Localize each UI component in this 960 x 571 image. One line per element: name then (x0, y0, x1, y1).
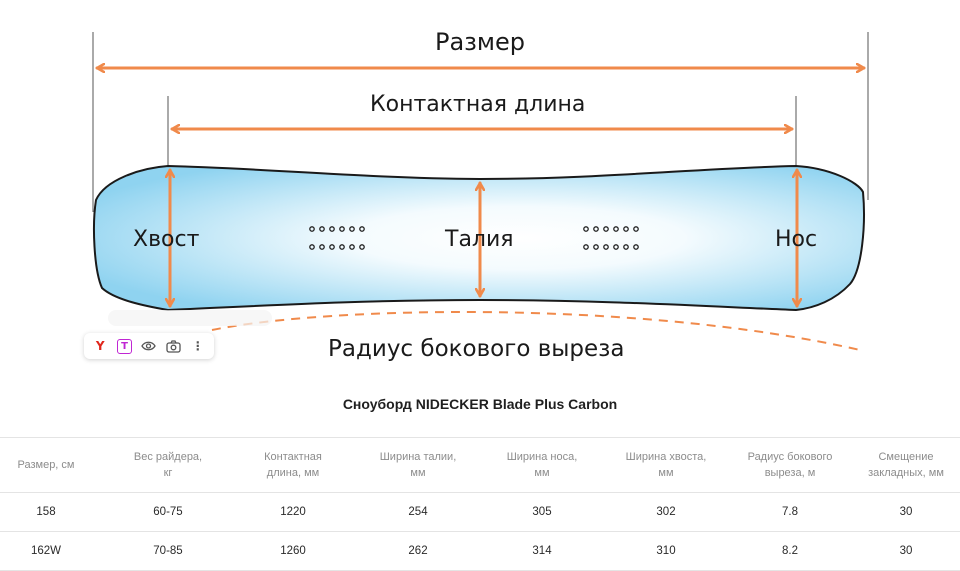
waist-label: Талия (445, 227, 514, 252)
column-header: Радиус бокового выреза, м (747, 451, 833, 479)
snowboard-diagram (92, 32, 869, 351)
column-header: Вес райдера, кг (133, 451, 203, 479)
table-cell: 8.2 (782, 545, 798, 557)
table-cell: 1220 (280, 506, 306, 518)
table-cell: 70-85 (153, 545, 183, 557)
camera-icon[interactable] (163, 336, 183, 356)
column-header: Ширина талии, мм (379, 451, 457, 479)
column-header: Смещение закладных, мм (868, 451, 944, 479)
table-cell: 310 (656, 545, 676, 557)
table-cell: 254 (408, 506, 428, 518)
table-title: Сноуборд NIDECKER Blade Plus Carbon (342, 396, 618, 412)
table-cell: 60-75 (153, 506, 183, 518)
more-icon[interactable]: ⋮ (191, 339, 204, 353)
image-overlay-toolbar: Y T ⋮ (84, 333, 214, 359)
table-row: 162W 70-85 1260 262 314 310 8.2 30 (0, 532, 960, 571)
column-header: Ширина хвоста, мм (625, 451, 707, 479)
eye-icon[interactable] (139, 336, 159, 356)
nose-label: Нос (775, 227, 818, 252)
table-cell: 302 (656, 506, 676, 518)
table-cell: 162W (30, 545, 62, 557)
table-cell: 314 (532, 545, 552, 557)
sidecut-radius-label: Радиус бокового выреза (328, 336, 625, 362)
table-cell: 158 (36, 506, 56, 518)
table-row: 158 60-75 1220 254 305 302 7.8 30 (0, 493, 960, 532)
yandex-icon[interactable]: Y (95, 339, 105, 353)
text-icon[interactable]: T (115, 336, 135, 356)
column-header: Контактная длина, мм (264, 451, 322, 479)
binding-inserts-nose (583, 226, 639, 250)
table-cell: 305 (532, 506, 552, 518)
tail-label: Хвост (133, 227, 200, 252)
contact-length-label: Контактная длина (370, 92, 586, 117)
text-icon-glyph: T (117, 338, 133, 354)
table-cell: 30 (899, 506, 913, 518)
table-cell: 1260 (280, 545, 306, 557)
faded-tooltip-pill (108, 310, 272, 326)
table-cell: 7.8 (782, 506, 798, 518)
table-cell: 262 (408, 545, 428, 557)
table-cell: 30 (899, 545, 913, 557)
specs-table: Размер, см Вес райдера, кг Контактная дл… (0, 437, 960, 571)
size-label: Размер (434, 28, 526, 56)
binding-inserts-tail (309, 226, 365, 250)
column-header: Размер, см (17, 459, 75, 471)
table-header-row: Размер, см Вес райдера, кг Контактная дл… (0, 437, 960, 493)
column-header: Ширина носа, мм (506, 451, 578, 479)
sidecut-radius-curve (211, 311, 861, 351)
